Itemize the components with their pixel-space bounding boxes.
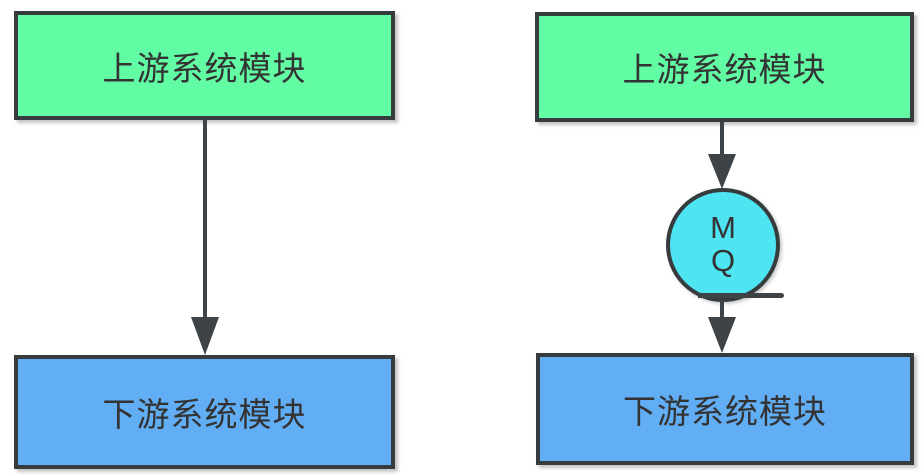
- downstream-system-label: 下游系统模块: [623, 393, 827, 430]
- upstream-system-box-mq: 上游系统模块: [535, 12, 914, 122]
- upstream-to-mq-arrow-line: [720, 122, 724, 158]
- upstream-system-label: 上游系统模块: [622, 51, 827, 88]
- upstream-to-mq-arrowhead-icon: [708, 154, 736, 189]
- direct-flow-arrow-line: [203, 120, 207, 318]
- downstream-system-label: 下游系统模块: [102, 396, 307, 433]
- mq-to-downstream-arrowhead-icon: [708, 317, 736, 353]
- mq-label-line1: M: [710, 210, 736, 246]
- direct-flow-arrowhead-icon: [191, 317, 219, 355]
- message-queue-node: M Q: [666, 188, 780, 302]
- mq-to-downstream-arrow-line: [720, 300, 724, 320]
- upstream-system-label: 上游系统模块: [102, 49, 307, 87]
- mq-baseline-stroke: [698, 293, 784, 298]
- downstream-system-box-mq: 下游系统模块: [536, 353, 914, 465]
- downstream-system-box-direct: 下游系统模块: [14, 355, 395, 469]
- upstream-system-box-direct: 上游系统模块: [14, 11, 395, 120]
- mq-label-line2: Q: [710, 243, 736, 278]
